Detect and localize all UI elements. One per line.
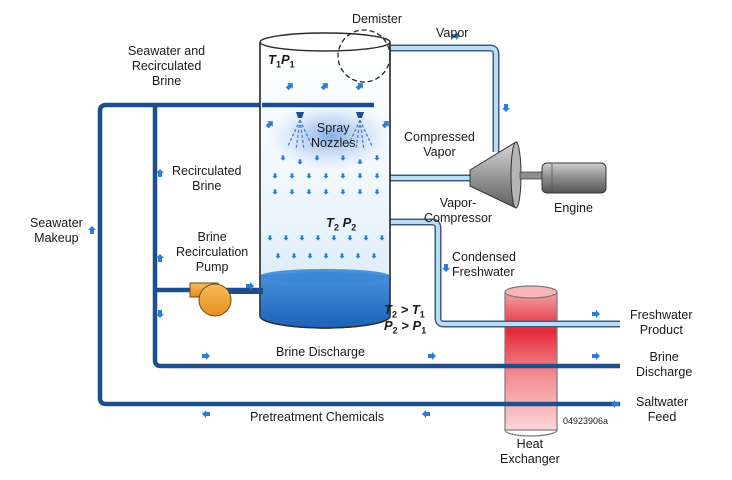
- flow-arrow: [315, 235, 321, 241]
- flow-arrow: [347, 235, 353, 241]
- flow-arrow-group: [265, 121, 273, 129]
- flow-arrow: [297, 159, 303, 165]
- flow-arrow-group: [381, 121, 389, 129]
- flow-arrow: [88, 226, 96, 234]
- flow-arrow: [275, 253, 281, 259]
- flow-arrow: [363, 235, 369, 241]
- label-vapor: Vapor: [436, 26, 469, 40]
- label-brine-discharge-right: Brine Discharge: [636, 350, 693, 379]
- flow-arrow: [202, 410, 210, 418]
- vapor-compressor: [469, 141, 522, 209]
- flow-arrow: [422, 410, 430, 418]
- flow-arrow: [323, 173, 329, 179]
- label-pretreatment-chemicals: Pretreatment Chemicals: [250, 410, 385, 424]
- flow-arrow: [272, 173, 278, 179]
- flow-arrow: [340, 173, 346, 179]
- flow-arrow: [283, 235, 289, 241]
- flow-arrow: [272, 189, 278, 195]
- flow-arrow: [320, 83, 328, 91]
- flow-arrow: [357, 159, 363, 165]
- flow-arrow: [428, 352, 436, 360]
- label-seawater-and-recirculated-brine: Seawater and Recirculated Brine: [128, 44, 206, 88]
- flow-arrow: [340, 155, 346, 161]
- spray-streaks: [287, 119, 373, 151]
- label-temperature-relation: T2 > T1: [384, 302, 425, 320]
- flow-arrow: [314, 155, 320, 161]
- flow-arrow: [267, 235, 273, 241]
- flow-arrow: [156, 169, 164, 177]
- demister: [337, 29, 391, 83]
- flow-arrow: [592, 352, 600, 360]
- flow-arrow: [306, 189, 312, 195]
- label-compressed-vapor: Compressed Vapor: [404, 130, 475, 159]
- flow-arrow: [339, 253, 345, 259]
- flow-arrow: [246, 282, 254, 290]
- flow-arrow: [307, 253, 313, 259]
- flow-arrow: [374, 155, 380, 161]
- flow-arrow: [374, 189, 380, 195]
- flow-arrow: [357, 173, 363, 179]
- engine: [541, 162, 607, 194]
- flow-arrow: [265, 121, 273, 129]
- brine-recirculation-pump: [189, 282, 263, 317]
- label-condensed-freshwater: Condensed Freshwater: [452, 250, 516, 279]
- label-brine-recirculation-pump: Brine Recirculation Pump: [176, 230, 249, 274]
- label-freshwater-product: Freshwater Product: [630, 308, 693, 337]
- flow-arrow: [357, 189, 363, 195]
- flow-arrow-group: [355, 83, 363, 91]
- evaporator-vessel: [259, 32, 391, 329]
- flow-arrow: [355, 253, 361, 259]
- flow-arrow: [355, 83, 363, 91]
- flow-arrow: [323, 253, 329, 259]
- label-demister: Demister: [352, 12, 403, 26]
- flow-arrow: [289, 173, 295, 179]
- spray-header: [262, 102, 374, 118]
- label-engine: Engine: [554, 201, 593, 215]
- label-t1-p1: T1P1: [268, 52, 295, 70]
- flow-arrow: [452, 32, 460, 40]
- label-heat-exchanger: Heat Exchanger: [500, 437, 560, 466]
- compressor-shaft: [519, 171, 545, 180]
- droplets: [267, 155, 385, 259]
- flow-arrow: [502, 104, 510, 112]
- flow-arrow: [331, 235, 337, 241]
- flow-arrow: [340, 189, 346, 195]
- flow-arrow: [299, 235, 305, 241]
- label-seawater-makeup: Seawater Makeup: [30, 216, 83, 245]
- flow-arrow: [379, 235, 385, 241]
- flow-arrow: [374, 173, 380, 179]
- label-vapor-compressor: Vapor- Compressor: [424, 196, 493, 225]
- flow-arrow: [156, 310, 164, 318]
- flow-arrows: [88, 32, 619, 418]
- label-saltwater-feed: Saltwater Feed: [636, 395, 689, 424]
- flow-arrow: [592, 310, 600, 318]
- flow-arrow: [381, 121, 389, 129]
- flow-arrow: [371, 253, 377, 259]
- flow-arrow: [285, 83, 293, 91]
- label-figure-id: 04923906a: [563, 416, 609, 426]
- flow-arrow: [280, 155, 286, 161]
- label-recirculated-brine: Recirculated Brine: [172, 164, 242, 193]
- flow-arrow-group: [320, 83, 328, 91]
- label-brine-discharge-mid: Brine Discharge: [276, 345, 365, 359]
- flow-arrow: [442, 264, 450, 272]
- flow-arrow: [291, 253, 297, 259]
- label-spray-nozzles: Spray Nozzles: [311, 121, 356, 150]
- label-t2-p2: T2 P2: [326, 215, 357, 233]
- spray-zone: [268, 102, 392, 170]
- flow-arrow: [323, 189, 329, 195]
- label-pressure-relation: P2 > P1: [384, 318, 427, 336]
- heat-exchanger: [504, 285, 558, 437]
- flow-arrow: [289, 189, 295, 195]
- flow-arrow: [156, 254, 164, 262]
- flow-arrow-group: [285, 83, 293, 91]
- flow-arrow: [202, 352, 210, 360]
- flow-arrow: [306, 173, 312, 179]
- flow-arrow: [611, 400, 619, 408]
